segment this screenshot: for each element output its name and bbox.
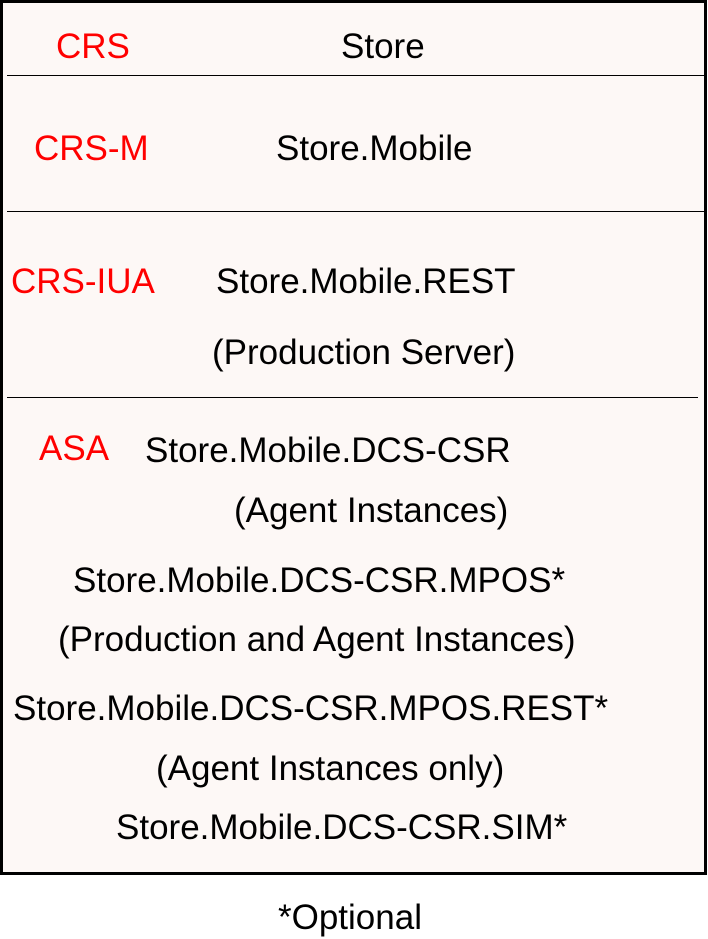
- tier-line-dcs-csr-sim: Store.Mobile.DCS-CSR.SIM*: [116, 808, 568, 847]
- tier-line-dcs-csr-mpos: Store.Mobile.DCS-CSR.MPOS*: [73, 561, 566, 600]
- stack-diagram-panel: CRS Store CRS-M Store.Mobile CRS-IUA Sto…: [0, 0, 707, 875]
- tier-line-agent-instances: (Agent Instances): [234, 491, 509, 530]
- tier-line-agent-instances-only: (Agent Instances only): [156, 749, 505, 788]
- tier-label-crs-iua: CRS-IUA: [11, 262, 155, 301]
- tier-divider-3: [7, 397, 698, 398]
- tier-divider-2: [7, 211, 704, 212]
- optional-footnote: *Optional: [278, 898, 422, 937]
- tier-line-production-and-agent: (Production and Agent Instances): [58, 620, 576, 659]
- tier-line-store-mobile: Store.Mobile: [276, 129, 473, 168]
- tier-line-dcs-csr-mpos-rest: Store.Mobile.DCS-CSR.MPOS.REST*: [13, 689, 609, 728]
- tier-label-crs-m: CRS-M: [34, 129, 149, 168]
- tier-line-dcs-csr: Store.Mobile.DCS-CSR: [145, 431, 511, 470]
- tier-line-store-mobile-rest: Store.Mobile.REST: [216, 262, 516, 301]
- tier-line-store: Store: [341, 27, 425, 66]
- tier-divider-1: [7, 75, 704, 76]
- tier-line-production-server: (Production Server): [212, 333, 516, 372]
- tier-label-crs: CRS: [56, 27, 130, 66]
- tier-label-asa: ASA: [39, 429, 110, 468]
